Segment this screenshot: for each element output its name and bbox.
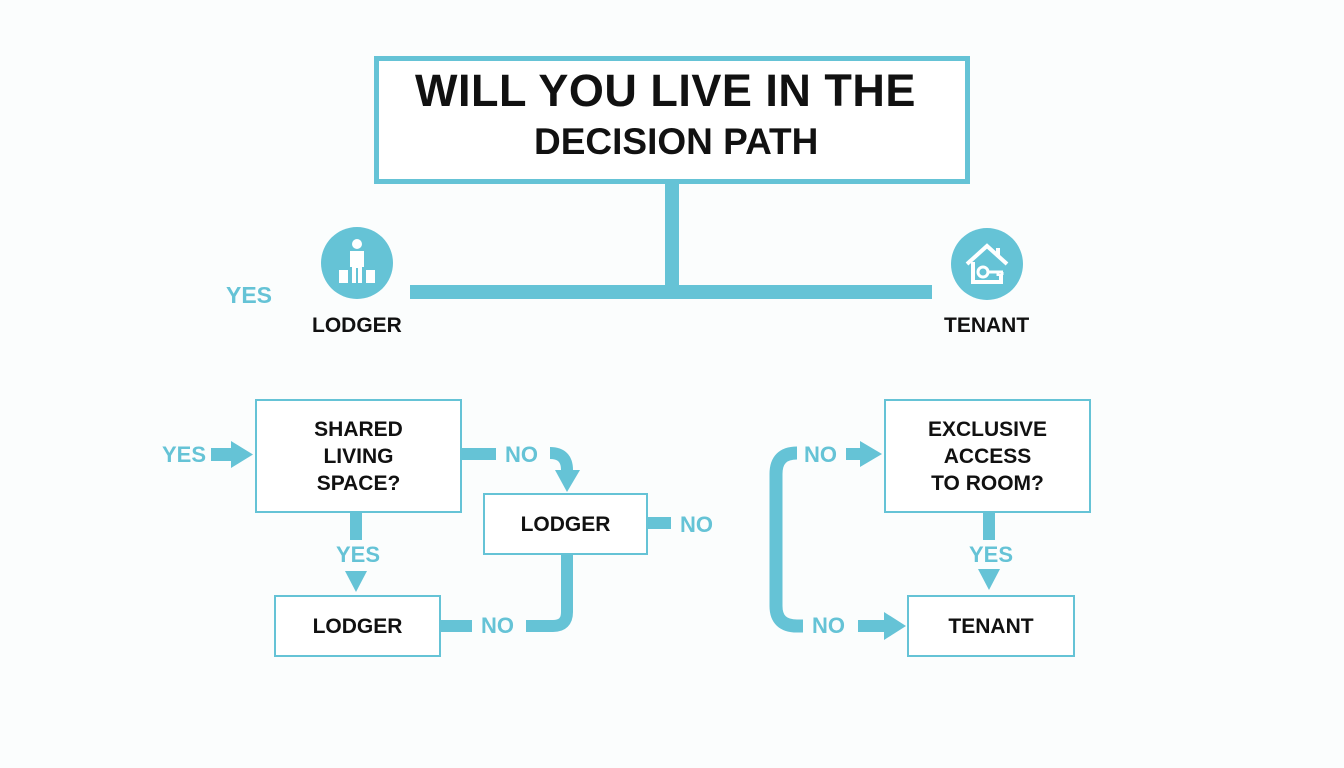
left-no-top-label: NO [505,442,538,467]
lodger-mid-box: LODGER [483,493,648,555]
lodger-bottom-box: LODGER [274,595,441,657]
house-with-key-icon [965,243,1009,284]
tenant-icon-circle [951,228,1023,300]
arrow-no-bottom-right [884,612,906,640]
left-no-bottom-label: NO [481,613,514,638]
exclusive-access-box: EXCLUSIVE ACCESS TO ROOM? [884,399,1091,513]
arrow-yes-entry [231,441,253,468]
exclusive-line-2: ACCESS [943,444,1032,468]
lodger-mid-no-label: NO [680,512,713,537]
top-yes-label: YES [226,282,273,308]
right-yes-down-label: YES [969,542,1014,567]
title-box: WILL YOU LIVE IN THE DECISION PATH [374,56,970,184]
shared-line-2: LIVING [323,444,394,468]
left-entry-yes-label: YES [162,442,207,467]
person-with-luggage-icon [339,239,375,283]
exclusive-line-1: EXCLUSIVE [927,417,1048,441]
branch-line [410,285,932,299]
arrow-no-curve [555,470,580,492]
lodger-mid-label: LODGER [520,512,611,536]
shared-line-3: SPACE? [316,471,401,495]
arrow-yes-down-right [978,569,1000,590]
left-yes-down-label: YES [336,542,381,567]
arrow-yes-down-left [345,571,367,592]
tenant-bottom-label: TENANT [948,614,1034,638]
lodger-bottom-label: LODGER [312,614,403,638]
right-entry-no-label: NO [804,442,837,467]
tenant-bottom-box: TENANT [907,595,1075,657]
lodger-icon-circle [321,227,393,299]
shared-living-space-box: SHARED LIVING SPACE? [255,399,462,513]
title-stem-line [665,182,679,288]
title-line-1: WILL YOU LIVE IN THE [415,65,916,116]
right-no-bottom-label: NO [812,613,845,638]
top-lodger-label: LODGER [312,314,402,337]
title-line-2: DECISION PATH [534,121,819,162]
arrow-no-entry-right [860,441,882,467]
exclusive-line-3: TO ROOM? [931,471,1044,495]
top-tenant-label: TENANT [944,314,1030,337]
shared-line-1: SHARED [314,417,403,441]
